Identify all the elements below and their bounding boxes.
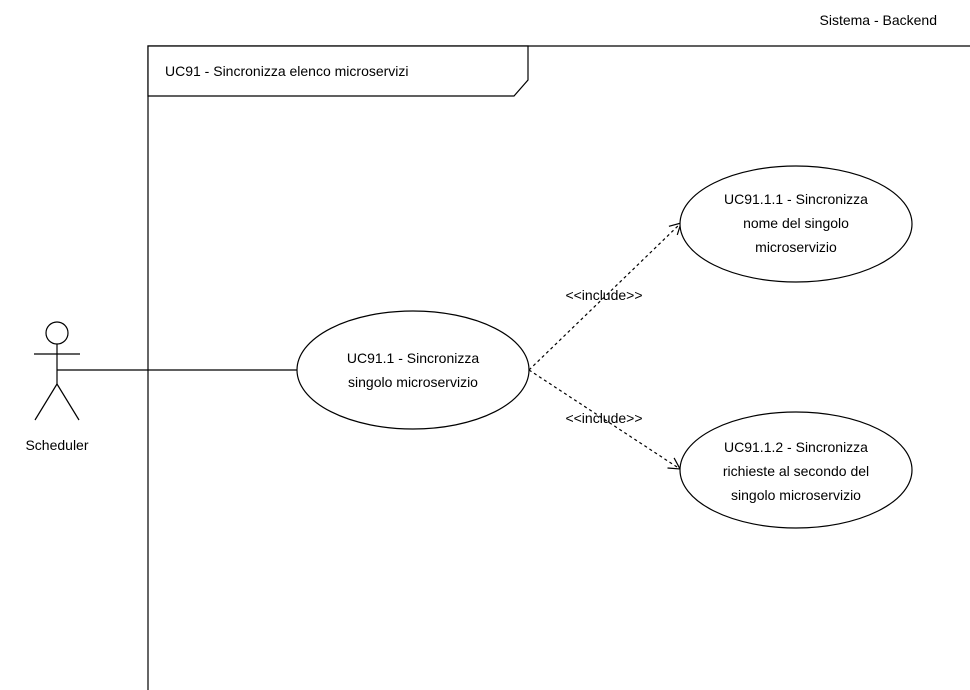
frame-title: UC91 - Sincronizza elenco microservizi [165,63,409,79]
use-case-label: singolo microservizio [348,374,478,390]
system-frame [147,45,970,690]
use-case-label: richieste al secondo del [723,463,869,479]
include-arrow-1 [528,222,682,371]
actor-name: Scheduler [25,437,88,453]
use-case-ellipse [679,165,913,283]
use-case-label: singolo microservizio [731,487,861,503]
use-case-uc91-1[interactable]: UC91.1 - Sincronizza singolo microserviz… [296,310,530,430]
frame-title-tab [147,45,529,97]
actor-left-leg [34,383,58,421]
use-case-label: nome del singolo [743,215,849,231]
include-label-1: <<include>> [565,287,642,303]
actor-scheduler[interactable]: Scheduler [25,321,89,453]
use-case-label: UC91.1.1 - Sincronizza [724,191,868,207]
use-case-uc91-1-2[interactable]: UC91.1.2 - Sincronizza richieste al seco… [679,411,913,529]
system-name: Sistema - Backend [820,12,938,28]
use-case-uc91-1-1[interactable]: UC91.1.1 - Sincronizza nome del singolo … [679,165,913,283]
include-arrow-2 [528,369,682,470]
use-case-ellipse [296,310,530,430]
use-case-label: UC91.1 - Sincronizza [347,350,479,366]
use-case-ellipse [679,411,913,529]
include-label-2: <<include>> [565,410,642,426]
actor-right-leg [56,383,80,421]
use-case-label: UC91.1.2 - Sincronizza [724,439,868,455]
actor-head [45,321,69,345]
use-case-label: microservizio [755,239,837,255]
